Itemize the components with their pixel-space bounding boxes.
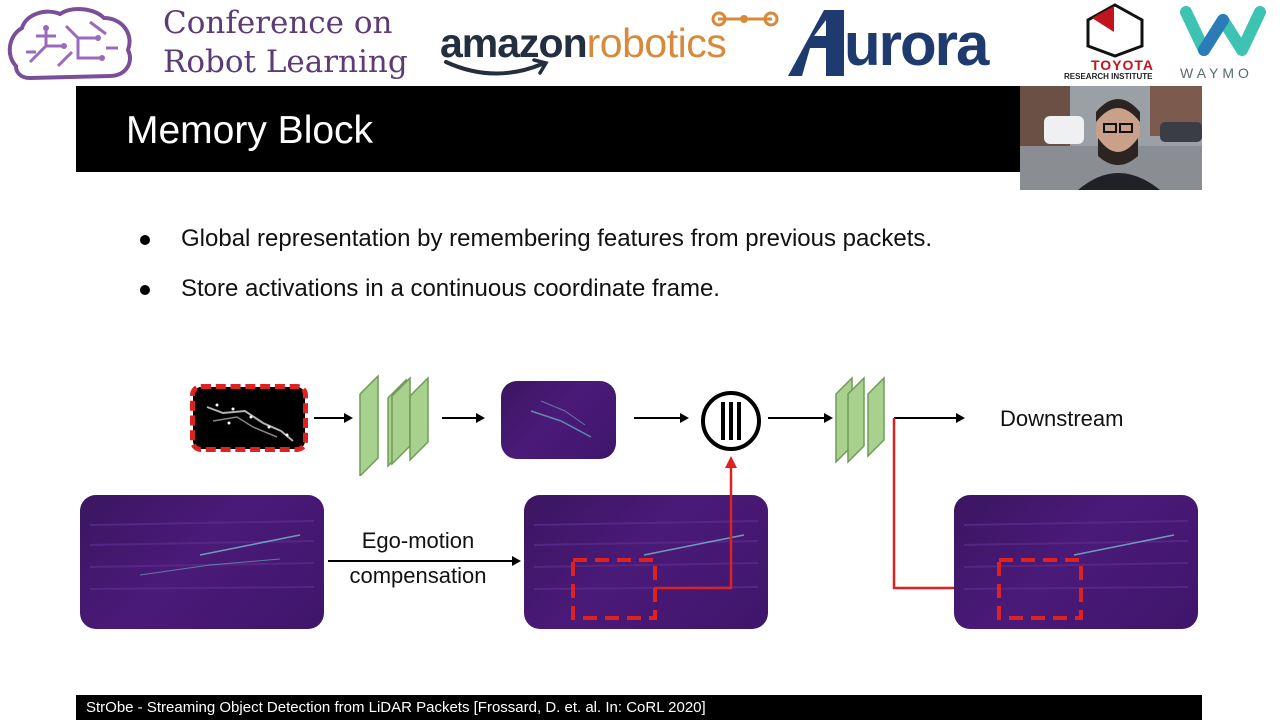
amazon-smile-icon xyxy=(444,58,549,76)
lidar-packet-input xyxy=(190,384,308,452)
slide-title: Memory Block xyxy=(126,109,374,152)
memory-activations-icon xyxy=(89,520,315,590)
waymo-word: WAYMO xyxy=(1180,65,1253,81)
downstream-label: Downstream xyxy=(1000,406,1124,431)
bullet-marker xyxy=(140,285,150,295)
robotics-word: robotics xyxy=(586,20,727,66)
arrow-right-icon xyxy=(442,413,485,423)
conv-block-icon xyxy=(835,376,885,464)
toyota-word: TOYOTA xyxy=(1091,57,1155,73)
presenter-webcam-video[interactable] xyxy=(1020,86,1202,190)
ego-motion-label-line1: Ego-motion xyxy=(361,528,475,553)
memory-read-arrow-icon xyxy=(654,456,737,590)
waymo-w-icon xyxy=(1180,6,1266,56)
feature-activations-icon xyxy=(530,400,592,438)
corl-title-line2: Robot Learning xyxy=(163,44,408,80)
lidar-points-icon xyxy=(206,403,294,442)
updated-memory-map xyxy=(954,495,1198,629)
compensated-memory-map xyxy=(524,495,768,629)
aurora-word: urora xyxy=(844,11,989,78)
arrow-right-icon xyxy=(894,413,965,423)
memory-activations-icon xyxy=(963,520,1189,620)
corl-brain-logo-icon xyxy=(7,7,132,81)
aurora-a-mark-icon xyxy=(788,10,844,76)
arrow-right-icon xyxy=(634,413,689,423)
citation-footer-bar xyxy=(76,695,1202,720)
arrow-right-icon xyxy=(328,556,521,566)
ego-motion-label-line2: compensation xyxy=(349,563,487,588)
sponsor-banner: Conference on Robot Learning amazonrobot… xyxy=(0,0,1280,86)
tri-word: RESEARCH INSTITUTE xyxy=(1064,72,1153,81)
robotics-nodes-icon xyxy=(711,11,779,27)
amazon-word: amazon xyxy=(440,20,588,66)
concatenate-operator-icon xyxy=(701,391,761,451)
citation-footer-text: StrObe - Streaming Object Detection from… xyxy=(86,699,706,716)
packet-feature-map xyxy=(501,381,616,459)
presenter-video-icon xyxy=(1020,86,1202,190)
arrow-right-icon xyxy=(314,413,353,423)
memory-block-diagram: Downstream Ego-motion compensation xyxy=(0,370,1280,640)
toyota-research-hexagon-icon xyxy=(1086,3,1144,58)
previous-memory-map xyxy=(80,495,324,629)
corl-title-line1: Conference on xyxy=(163,5,393,41)
bullet-text: Global representation by remembering fea… xyxy=(181,225,933,252)
amazon-robotics-logo: amazonrobotics xyxy=(440,20,727,67)
bullet-text: Store activations in a continuous coordi… xyxy=(181,275,720,302)
slide-title-bar xyxy=(76,86,1202,172)
arrow-right-icon xyxy=(768,413,833,423)
conv-block-icon xyxy=(359,374,429,476)
bullet-marker xyxy=(140,235,150,245)
